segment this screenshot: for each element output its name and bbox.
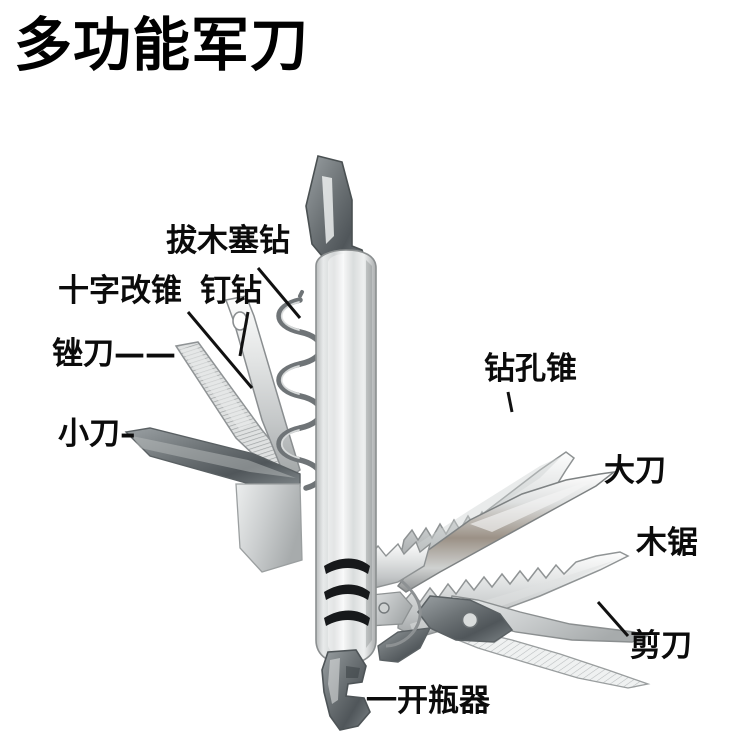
leader-phillips xyxy=(186,311,254,389)
small-knife-blade xyxy=(124,427,301,487)
leader-lines xyxy=(186,267,630,637)
label-nail-file: 锉刀—— xyxy=(52,336,176,372)
leader-corkscrew xyxy=(256,267,302,319)
label-large-blade: 大刀 xyxy=(604,453,666,489)
scissors-tool xyxy=(377,576,651,689)
leader-awl xyxy=(238,311,250,357)
label-phillips-driver: 十字改锥 xyxy=(58,273,182,309)
corkscrew-highlight xyxy=(280,301,300,459)
label-wood-saw: 木锯 xyxy=(636,525,698,561)
label-small-blade: 小刀– xyxy=(58,416,136,452)
label-awl-reamer: 钉钻 xyxy=(200,273,262,309)
label-hole-punch: 钻孔锥 xyxy=(484,351,577,387)
leader-hole-punch xyxy=(506,391,514,413)
handle-grip-grooves xyxy=(324,558,370,626)
leader-scissors xyxy=(596,601,630,637)
can-opener-tool xyxy=(305,155,367,273)
label-corkscrew: 拔木塞钻 xyxy=(166,223,290,259)
left-tang-tool xyxy=(235,483,303,573)
knife-handle-body xyxy=(315,249,377,665)
large-knife-blade xyxy=(396,470,617,593)
bottle-opener-tool xyxy=(321,649,371,731)
label-scissors: 剪刀 xyxy=(630,628,692,664)
label-bottle-opener: 一开瓶器 xyxy=(366,683,490,719)
page-title: 多功能军刀 xyxy=(14,11,310,79)
